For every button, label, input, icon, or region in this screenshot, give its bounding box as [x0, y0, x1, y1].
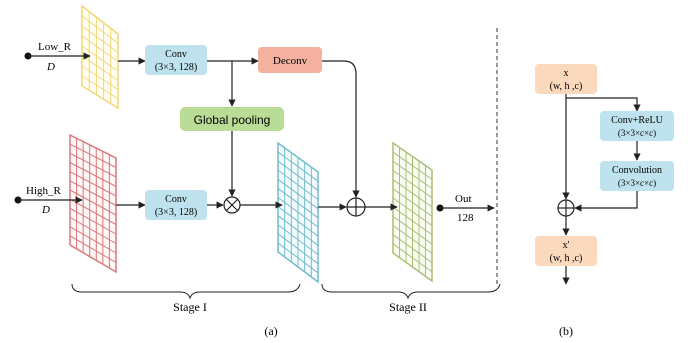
conv-top-box	[145, 45, 207, 75]
x-output-symbol: x'	[563, 240, 570, 251]
low-r-feature-map	[81, 4, 119, 110]
conv-bottom-box	[145, 190, 207, 220]
out-channels: 128	[457, 212, 474, 224]
conv-bottom-title: Conv	[165, 194, 187, 205]
output-feature-map	[392, 141, 433, 283]
stage-1-label: Stage I	[173, 300, 207, 314]
deconv-box	[258, 47, 322, 73]
stage-feature-map	[277, 141, 319, 284]
conv-top-params: (3×3, 128)	[155, 62, 197, 73]
convolution-params: (3×3×c×c)	[618, 178, 656, 188]
conv-relu-params: (3×3×c×c)	[618, 128, 656, 138]
stage-2-label: Stage II	[389, 300, 427, 314]
x-input-shape: (w, h ,c)	[550, 81, 583, 92]
conv-top-title: Conv	[165, 49, 187, 60]
stage-2-brace	[321, 283, 501, 300]
conv-bottom-params: (3×3, 128)	[155, 207, 197, 218]
high-r-label: High_R	[26, 185, 62, 197]
low-r-label: Low_R	[38, 41, 72, 53]
high-r-feature-map	[69, 133, 117, 274]
x-input-box	[535, 64, 597, 94]
caption-b: (b)	[559, 324, 573, 338]
high-r-dim: D	[41, 204, 50, 216]
stage-1-brace	[71, 283, 301, 300]
x-output-shape: (w, h ,c)	[550, 253, 583, 264]
x-input-symbol: x	[564, 68, 569, 79]
global-pooling-box	[180, 107, 284, 131]
deconv-label: Deconv	[273, 55, 308, 67]
convolution-box	[600, 161, 674, 191]
add-node-a	[346, 197, 366, 217]
global-pooling-label: Global pooling	[194, 113, 271, 127]
conv-relu-title: Conv+ReLU	[611, 115, 664, 126]
caption-a: (a)	[264, 324, 277, 338]
convolution-title: Convolution	[612, 165, 662, 176]
multiply-node	[223, 196, 241, 214]
out-label: Out	[455, 193, 472, 205]
low-r-dim: D	[46, 61, 55, 73]
conv-relu-box	[600, 111, 674, 141]
x-output-box	[535, 236, 597, 266]
add-node-b	[557, 199, 575, 217]
